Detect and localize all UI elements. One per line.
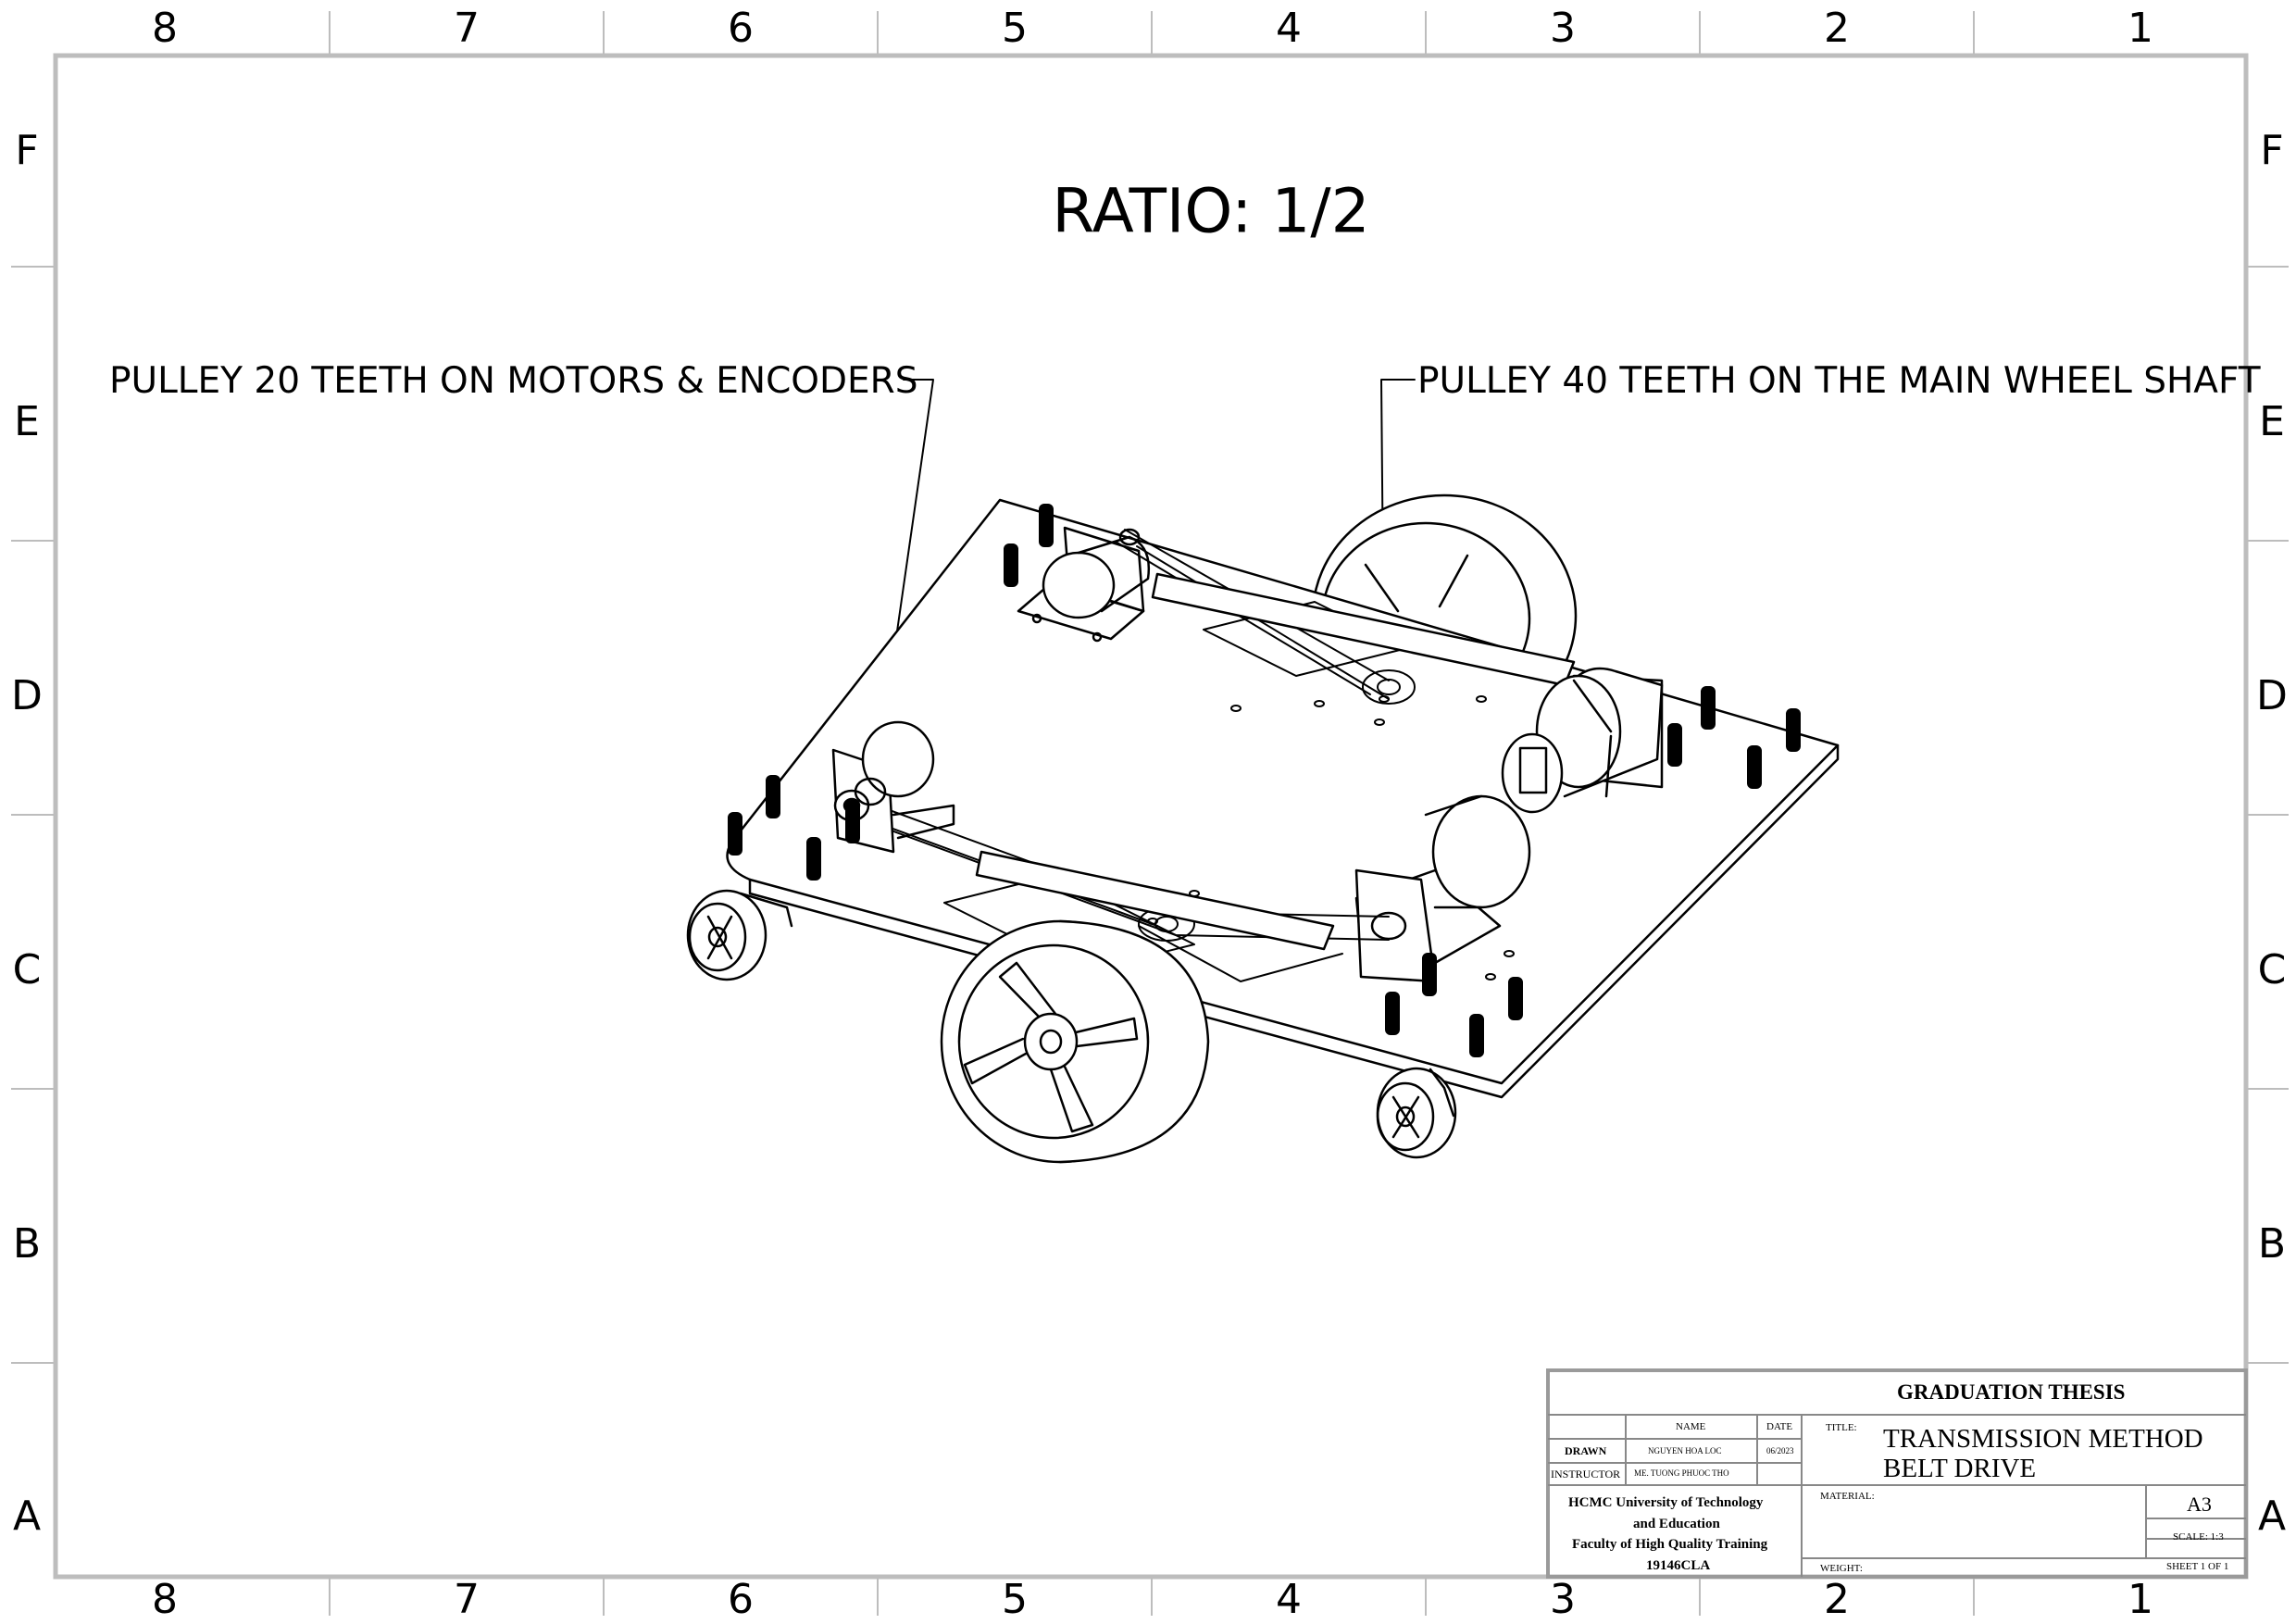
weight-label: WEIGHT: [1820,1563,1863,1574]
organization-line1: HCMC University of Technology [1568,1495,1764,1510]
front-drive-wheel [940,919,1210,1164]
zone-col-label: 1 [2128,5,2153,52]
column-name-label: NAME [1676,1421,1706,1432]
ratio-note: RATIO: 1/2 [1052,175,1370,247]
standoff-pins [728,504,1801,1057]
zone-row-label: D [2256,672,2288,719]
organization-line3: Faculty of High Quality Training [1572,1537,1768,1552]
zone-col-label: 6 [728,5,754,52]
instructor-label: INSTRUCTOR [1551,1468,1621,1480]
zone-col-label: 7 [454,1576,480,1623]
drawn-label: DRAWN [1565,1444,1607,1457]
instructor-name: ME. TUONG PHUOC THO [1634,1468,1729,1478]
zone-row-label: B [12,1220,42,1268]
material-label: MATERIAL: [1820,1491,1875,1502]
caster-wheel-front-left [686,889,793,981]
zone-row-label: F [2260,127,2284,174]
callout-small-pulley: PULLEY 20 TEETH ON MOTORS & ENCODERS [109,360,918,402]
zone-col-label: 5 [1002,1576,1028,1623]
drawn-name: NGUYEN HOA LOC [1648,1446,1722,1455]
motor-rear-left [1017,526,1151,643]
sheet-number: SHEET 1 OF 1 [2166,1561,2229,1572]
zone-col-label: 4 [1276,1576,1302,1623]
column-date-label: DATE [1766,1421,1793,1432]
zone-row-label: B [2257,1220,2287,1268]
organization-line2: and Education [1633,1517,1720,1531]
drawing-title-line2: BELT DRIVE [1883,1454,2037,1483]
zone-row-label: E [14,398,40,445]
caster-wheel-front-right [1376,1067,1457,1159]
title-block-header: GRADUATION THESIS [1897,1380,2126,1404]
zone-col-label: 7 [454,5,480,52]
zone-col-label: 2 [1824,5,1850,52]
zone-col-label: 8 [152,5,178,52]
zone-row-label: C [2257,946,2287,993]
zone-col-label: 6 [728,1576,754,1623]
callout-large-pulley: PULLEY 40 TEETH ON THE MAIN WHEEL SHAFT [1417,360,2261,402]
class-code: 19146CLA [1646,1558,1711,1573]
zone-row-label: C [12,946,42,993]
zone-col-label: 4 [1276,5,1302,52]
drawing-title-line1: TRANSMISSION METHOD [1883,1424,2203,1454]
motor-front-right [1354,794,1531,983]
drawn-date: 06/2023 [1766,1446,1794,1455]
motor-rear-right [1501,667,1664,814]
zone-row-label: F [15,127,39,174]
title-label: TITLE: [1826,1422,1857,1433]
zone-col-label: 1 [2128,1576,2153,1623]
zone-col-label: 8 [152,1576,178,1623]
zone-col-label: 2 [1824,1576,1850,1623]
zone-row-label: A [12,1493,42,1540]
zone-col-label: 3 [1550,1576,1576,1623]
motor-front-left [831,720,955,854]
paper-size: A3 [2187,1493,2212,1516]
zone-row-label: A [2257,1493,2287,1540]
shaft-brace-front [975,850,1335,951]
zone-col-label: 5 [1002,5,1028,52]
zone-row-label: D [11,672,43,719]
zone-row-label: E [2259,398,2285,445]
drawing-scale: SCALE: 1:3 [2173,1531,2224,1543]
zone-col-label: 3 [1550,5,1576,52]
